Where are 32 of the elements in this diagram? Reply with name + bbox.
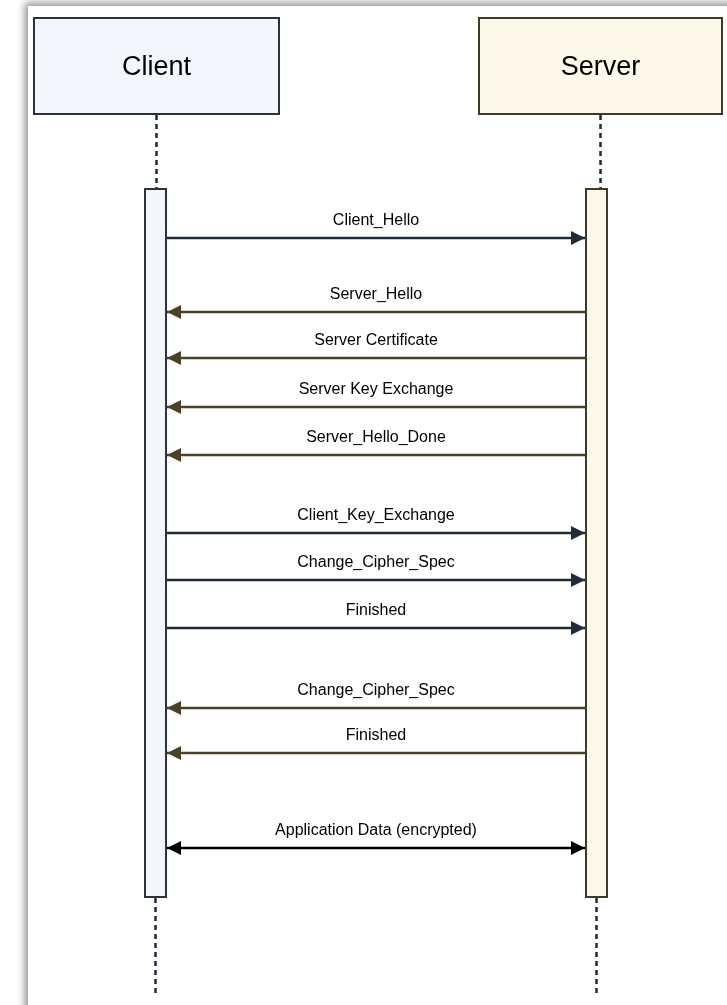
message-arrow xyxy=(167,231,585,245)
participant-box xyxy=(33,17,280,115)
participant-name: Server xyxy=(560,49,641,83)
edge-label: Finished xyxy=(345,727,407,743)
edge-label: Finished xyxy=(345,602,407,618)
message-arrow xyxy=(167,351,585,365)
edge-label: Server Certificate xyxy=(314,332,438,348)
message-arrow xyxy=(167,841,585,855)
message-arrow xyxy=(167,526,585,540)
edge-label: Server_Hello_Done xyxy=(306,429,446,445)
edge-label: Server Key Exchange xyxy=(298,381,454,397)
lifeline xyxy=(595,898,598,995)
participant-name: Client xyxy=(122,49,191,83)
lifeline xyxy=(599,115,602,188)
edge-label: Change_Cipher_Spec xyxy=(297,554,455,570)
edge-label: Client_Hello xyxy=(332,212,420,228)
lifeline xyxy=(154,898,157,995)
edge-label: Server_Hello xyxy=(329,286,423,302)
message-arrow xyxy=(167,400,585,414)
message-arrow xyxy=(167,448,585,462)
message-arrow xyxy=(167,305,585,319)
message-arrow xyxy=(167,621,585,635)
message-arrow xyxy=(167,746,585,760)
message-arrow xyxy=(167,573,585,587)
edge-label: Change_Cipher_Spec xyxy=(297,682,455,698)
participant-box xyxy=(478,17,723,115)
activation-bar xyxy=(144,188,167,898)
edge-label: Client_Key_Exchange xyxy=(297,507,455,523)
message-arrow xyxy=(167,701,585,715)
activation-bar xyxy=(585,188,608,898)
edge-label: Application Data (encrypted) xyxy=(275,822,477,838)
lifeline xyxy=(155,115,158,188)
